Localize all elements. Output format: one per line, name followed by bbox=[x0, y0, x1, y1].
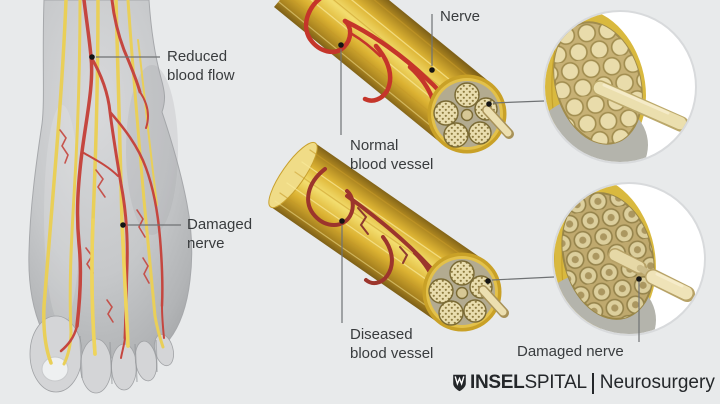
foot-illustration bbox=[28, 0, 193, 394]
inset-normal-fiber-rod bbox=[592, 80, 689, 132]
label-line: blood vessel bbox=[350, 156, 434, 173]
inset-damaged-fascicles bbox=[552, 182, 706, 336]
pointer-lines bbox=[96, 14, 640, 342]
inset-normal-fascicles bbox=[543, 10, 697, 164]
diseased-nerve-illustration bbox=[268, 141, 509, 332]
label-normal-blood-vessel: Normal blood vessel bbox=[350, 136, 433, 174]
diseased-nerve-cross-section bbox=[422, 252, 509, 332]
label-line: nerve bbox=[187, 235, 225, 252]
inselspital-logo: INSEL SPITAL Neurosurgery bbox=[452, 368, 715, 398]
label-diseased-blood-vessel: Diseased blood vessel bbox=[350, 325, 433, 363]
inset-damaged-fiber-rod bbox=[608, 248, 695, 302]
protruding-fiber bbox=[478, 285, 509, 318]
label-damaged-nerve-foot: Damaged nerve bbox=[187, 215, 252, 253]
logo-hospital-light: SPITAL bbox=[524, 372, 587, 393]
label-line: Nerve bbox=[440, 8, 481, 25]
pointer-dot bbox=[338, 42, 344, 48]
pointer-dot bbox=[429, 67, 435, 73]
pointer-dot bbox=[636, 276, 642, 282]
logo-divider bbox=[591, 372, 594, 394]
toenail bbox=[41, 356, 69, 382]
normal-nerve-cross-section bbox=[427, 74, 514, 154]
pointer-dot bbox=[485, 278, 491, 284]
label-line: blood flow bbox=[167, 67, 235, 84]
pointer-dot bbox=[486, 101, 492, 107]
pointer-dot bbox=[120, 222, 126, 228]
label-line: Normal bbox=[350, 137, 399, 154]
label-reduced-blood-flow: Reduced blood flow bbox=[167, 47, 235, 85]
label-line: Damaged nerve bbox=[517, 343, 624, 360]
protruding-fiber bbox=[482, 105, 514, 139]
label-line: Diseased bbox=[350, 326, 413, 343]
inselspital-shield-icon bbox=[452, 374, 467, 392]
pointer-dot bbox=[89, 54, 95, 60]
label-line: blood vessel bbox=[350, 345, 434, 362]
logo-department: Neurosurgery bbox=[599, 372, 715, 393]
logo-hospital-bold: INSEL bbox=[470, 372, 525, 393]
label-damaged-nerve: Damaged nerve bbox=[517, 342, 624, 361]
pointer-dots bbox=[89, 42, 642, 284]
pointer-dot bbox=[339, 218, 345, 224]
label-line: Damaged bbox=[187, 216, 253, 233]
normal-nerve-illustration bbox=[274, 0, 514, 154]
label-nerve: Nerve bbox=[440, 7, 480, 26]
label-line: Reduced bbox=[167, 48, 228, 65]
